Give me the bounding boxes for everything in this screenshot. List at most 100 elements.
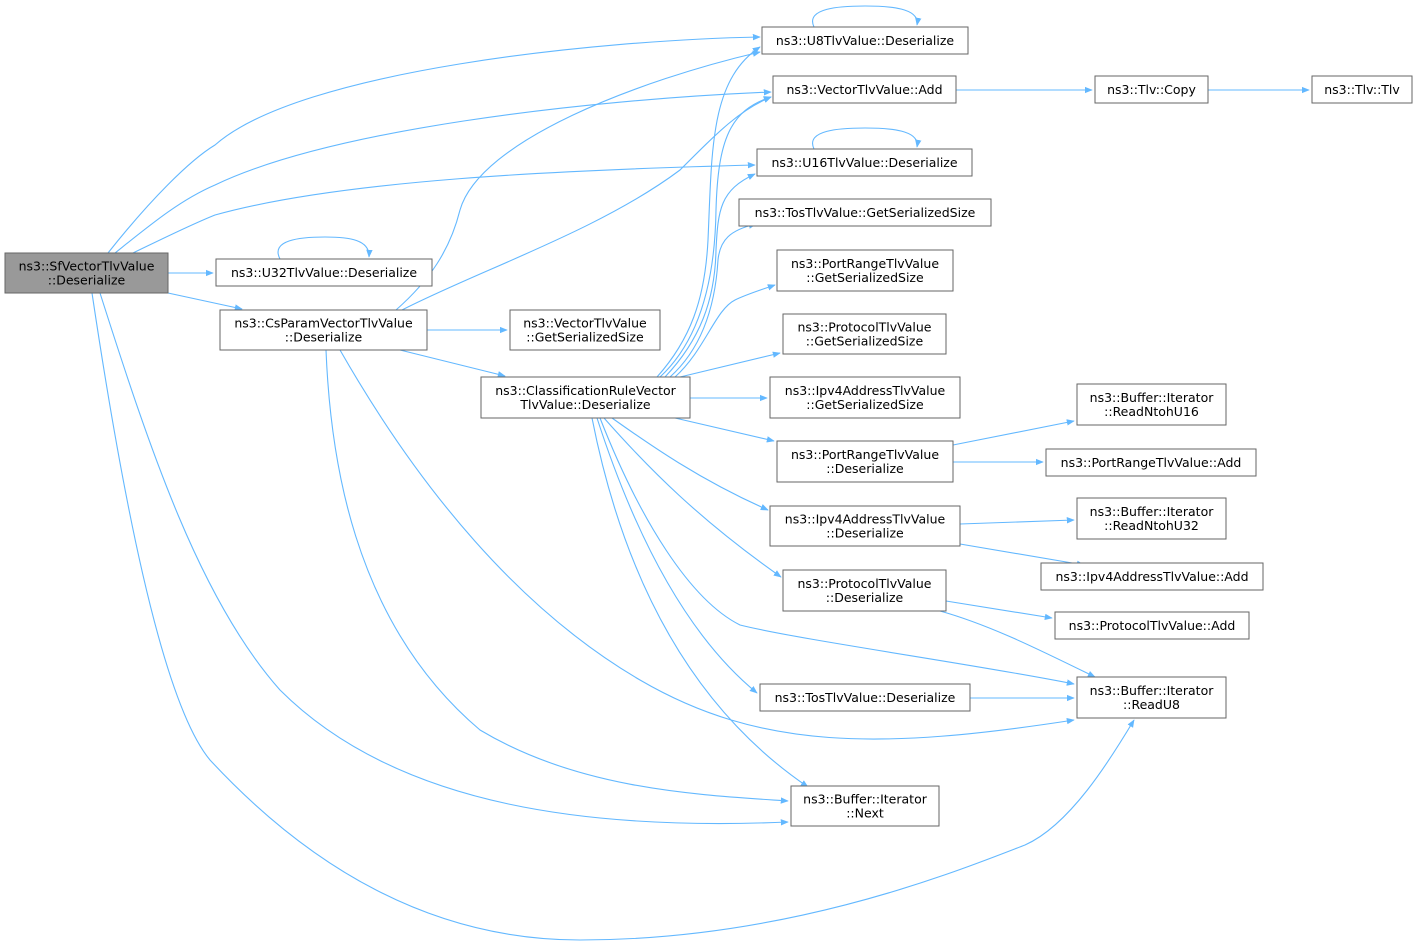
node-box bbox=[1054, 611, 1250, 640]
node-label: ::Deserialize bbox=[48, 273, 126, 288]
edge-protodeser-to-readu8 bbox=[939, 610, 1096, 678]
edge-u8-to-u8 bbox=[812, 5, 922, 28]
node-readu32[interactable]: ns3::Buffer::Iterator::ReadNtohU32 bbox=[1076, 497, 1227, 540]
node-box bbox=[219, 309, 428, 351]
edge-sfvector-to-u8 bbox=[107, 33, 761, 254]
edge-classrule-to-readu8 bbox=[599, 417, 1075, 686]
edge-u32-to-u32 bbox=[277, 236, 373, 260]
node-label: ::ReadU8 bbox=[1123, 697, 1180, 712]
edge-classrule-to-protogetsize bbox=[679, 351, 781, 378]
node-label: ns3::Buffer::Iterator bbox=[1090, 683, 1215, 698]
node-box bbox=[790, 785, 940, 827]
node-label: ns3::PortRangeTlvValue bbox=[791, 447, 939, 462]
node-box bbox=[1076, 383, 1227, 426]
node-sfvector[interactable]: ns3::SfVectorTlvValue::Deserialize bbox=[4, 252, 169, 294]
node-ipv4deser[interactable]: ns3::Ipv4AddressTlvValue::Deserialize bbox=[769, 505, 961, 547]
node-label: ns3::VectorTlvValue::Add bbox=[786, 82, 942, 97]
edge-classrule-to-protodeser bbox=[603, 417, 782, 578]
node-label: ns3::U32TlvValue::Deserialize bbox=[231, 265, 417, 280]
node-portdeser[interactable]: ns3::PortRangeTlvValue::Deserialize bbox=[776, 440, 954, 483]
node-box bbox=[756, 148, 973, 177]
edge-portdeser-to-readu16 bbox=[952, 419, 1075, 446]
node-readu16[interactable]: ns3::Buffer::Iterator::ReadNtohU16 bbox=[1076, 383, 1227, 426]
node-label: TlvValue::Deserialize bbox=[519, 397, 651, 412]
node-box bbox=[761, 26, 969, 55]
edge-protodeser-to-protoadd bbox=[945, 600, 1053, 621]
node-label: ::ReadNtohU32 bbox=[1104, 518, 1199, 533]
edge-classrule-to-tosdeser bbox=[596, 417, 758, 694]
node-label: ::GetSerializedSize bbox=[806, 334, 924, 349]
edge-csparam-to-next bbox=[325, 349, 789, 804]
node-label: ::GetSerializedSize bbox=[806, 397, 924, 412]
edge-ipv4deser-to-readu32 bbox=[959, 517, 1075, 525]
node-box bbox=[509, 309, 661, 351]
node-label: ::Deserialize bbox=[826, 590, 904, 605]
node-label: ns3::Buffer::Iterator bbox=[1090, 504, 1215, 519]
node-label: ns3::ProtocolTlvValue::Add bbox=[1069, 618, 1236, 633]
node-protoadd[interactable]: ns3::ProtocolTlvValue::Add bbox=[1054, 611, 1250, 640]
node-protogetsize[interactable]: ns3::ProtocolTlvValue::GetSerializedSize bbox=[782, 313, 947, 355]
node-box bbox=[769, 376, 961, 419]
edge-u16-to-u16 bbox=[812, 127, 922, 150]
edge-classrule-to-u16 bbox=[664, 173, 756, 378]
node-u16[interactable]: ns3::U16TlvValue::Deserialize bbox=[756, 148, 973, 177]
node-label: ns3::Buffer::Iterator bbox=[1090, 390, 1215, 405]
edge-classrule-to-tosgetsize bbox=[669, 222, 757, 378]
node-label: ns3::ProtocolTlvValue bbox=[797, 576, 931, 591]
node-u8[interactable]: ns3::U8TlvValue::Deserialize bbox=[761, 26, 969, 55]
node-protodeser[interactable]: ns3::ProtocolTlvValue::Deserialize bbox=[782, 569, 947, 612]
node-csparam[interactable]: ns3::CsParamVectorTlvValue::Deserialize bbox=[219, 309, 428, 351]
node-label: ns3::VectorTlvValue bbox=[523, 316, 647, 331]
node-box bbox=[1076, 497, 1227, 540]
edge-sfvector-to-readu8 bbox=[91, 292, 1135, 941]
node-box bbox=[776, 440, 954, 483]
node-label: ns3::Ipv4AddressTlvValue bbox=[785, 512, 946, 527]
nodes-layer: ns3::SfVectorTlvValue::Deserialize ns3::U… bbox=[4, 26, 1413, 827]
edge-classrule-to-vecadd bbox=[659, 96, 772, 378]
node-ipv4add[interactable]: ns3::Ipv4AddressTlvValue::Add bbox=[1040, 562, 1264, 591]
node-tlvcopy[interactable]: ns3::Tlv::Copy bbox=[1094, 75, 1209, 104]
node-box bbox=[480, 376, 691, 419]
node-label: ::Deserialize bbox=[285, 330, 363, 345]
node-classrule[interactable]: ns3::ClassificationRuleVectorTlvValue::D… bbox=[480, 376, 691, 419]
edge-sfvector-to-vecadd bbox=[114, 89, 772, 254]
node-box bbox=[769, 505, 961, 547]
edge-classrule-to-ipv4deser bbox=[611, 417, 769, 511]
node-portgetsize[interactable]: ns3::PortRangeTlvValue::GetSerializedSiz… bbox=[776, 249, 954, 292]
node-box bbox=[782, 313, 947, 355]
node-tosdeser[interactable]: ns3::TosTlvValue::Deserialize bbox=[759, 683, 971, 712]
node-label: ns3::SfVectorTlvValue bbox=[19, 259, 155, 274]
node-label: ::Deserialize bbox=[826, 461, 904, 476]
node-box bbox=[1094, 75, 1209, 104]
node-tosgetsize[interactable]: ns3::TosTlvValue::GetSerializedSize bbox=[738, 198, 992, 227]
node-next[interactable]: ns3::Buffer::Iterator::Next bbox=[790, 785, 940, 827]
node-label: ::Deserialize bbox=[826, 526, 904, 541]
edge-csparam-to-readu8 bbox=[339, 349, 1075, 740]
node-label: ns3::CsParamVectorTlvValue bbox=[234, 316, 413, 331]
node-label: ns3::Tlv::Copy bbox=[1107, 82, 1196, 97]
node-box bbox=[1040, 562, 1264, 591]
node-box bbox=[1045, 448, 1257, 477]
node-portadd[interactable]: ns3::PortRangeTlvValue::Add bbox=[1045, 448, 1257, 477]
node-tlvtlv[interactable]: ns3::Tlv::Tlv bbox=[1311, 75, 1413, 104]
edge-sfvector-to-u16 bbox=[132, 161, 756, 254]
node-label: ns3::U8TlvValue::Deserialize bbox=[776, 33, 954, 48]
node-label: ns3::TosTlvValue::Deserialize bbox=[775, 690, 956, 705]
node-label: ns3::U16TlvValue::Deserialize bbox=[771, 155, 957, 170]
edge-sfvector-to-next bbox=[99, 292, 789, 826]
node-label: ::Next bbox=[846, 806, 884, 821]
node-vecadd[interactable]: ns3::VectorTlvValue::Add bbox=[772, 75, 957, 104]
node-u32[interactable]: ns3::U32TlvValue::Deserialize bbox=[215, 258, 433, 287]
node-label: ns3::TosTlvValue::GetSerializedSize bbox=[755, 205, 976, 220]
node-readu8[interactable]: ns3::Buffer::Iterator::ReadU8 bbox=[1076, 676, 1227, 719]
node-ipv4getsize[interactable]: ns3::Ipv4AddressTlvValue::GetSerializedS… bbox=[769, 376, 961, 419]
node-label: ::GetSerializedSize bbox=[806, 270, 924, 285]
edge-classrule-to-portdeser bbox=[674, 417, 775, 443]
node-vecgetsize[interactable]: ns3::VectorTlvValue::GetSerializedSize bbox=[509, 309, 661, 351]
node-label: ns3::Tlv::Tlv bbox=[1324, 82, 1400, 97]
node-label: ns3::PortRangeTlvValue::Add bbox=[1061, 455, 1242, 470]
node-box bbox=[772, 75, 957, 104]
node-label: ns3::ClassificationRuleVector bbox=[495, 383, 676, 398]
node-box bbox=[1076, 676, 1227, 719]
